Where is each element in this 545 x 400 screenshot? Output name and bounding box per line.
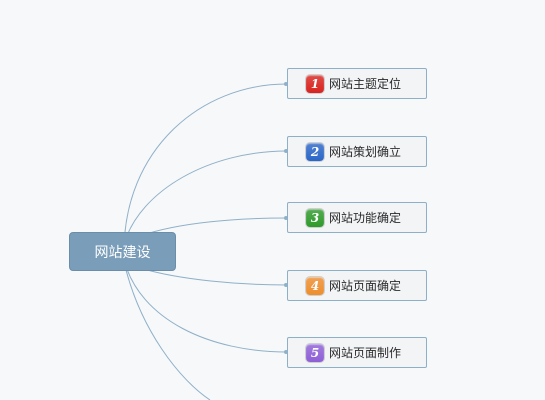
connector-4 [139,267,288,286]
branch-topic-3[interactable]: 3 网站功能确定 [287,202,427,233]
priority-5-icon: 5 [306,343,324,362]
priority-1-icon: 1 [306,74,324,93]
branch-topic-2[interactable]: 2 网站策划确立 [287,136,427,167]
branch-topic-1[interactable]: 1 网站主题定位 [287,68,427,99]
connector-5 [123,259,288,353]
priority-3-icon: 3 [306,208,324,227]
branch-topic-label: 网站主题定位 [329,77,402,91]
connector-6 [123,261,211,400]
root-topic-label: 网站建设 [94,244,151,261]
connector-2 [123,150,288,245]
priority-4-icon: 4 [306,276,324,295]
branch-topic-label: 网站功能确定 [329,211,402,225]
branch-topic-label: 网站策划确立 [329,145,402,159]
priority-2-icon: 2 [306,142,324,161]
branch-topic-5[interactable]: 5 网站页面制作 [287,337,427,368]
branch-topic-label: 网站页面确定 [329,279,402,293]
branch-topic-4[interactable]: 4 网站页面确定 [287,270,427,301]
branch-topic-label: 网站页面制作 [329,346,402,360]
connector-1 [123,83,288,253]
root-topic[interactable]: 网站建设 [69,232,176,271]
connector-3 [139,217,288,237]
